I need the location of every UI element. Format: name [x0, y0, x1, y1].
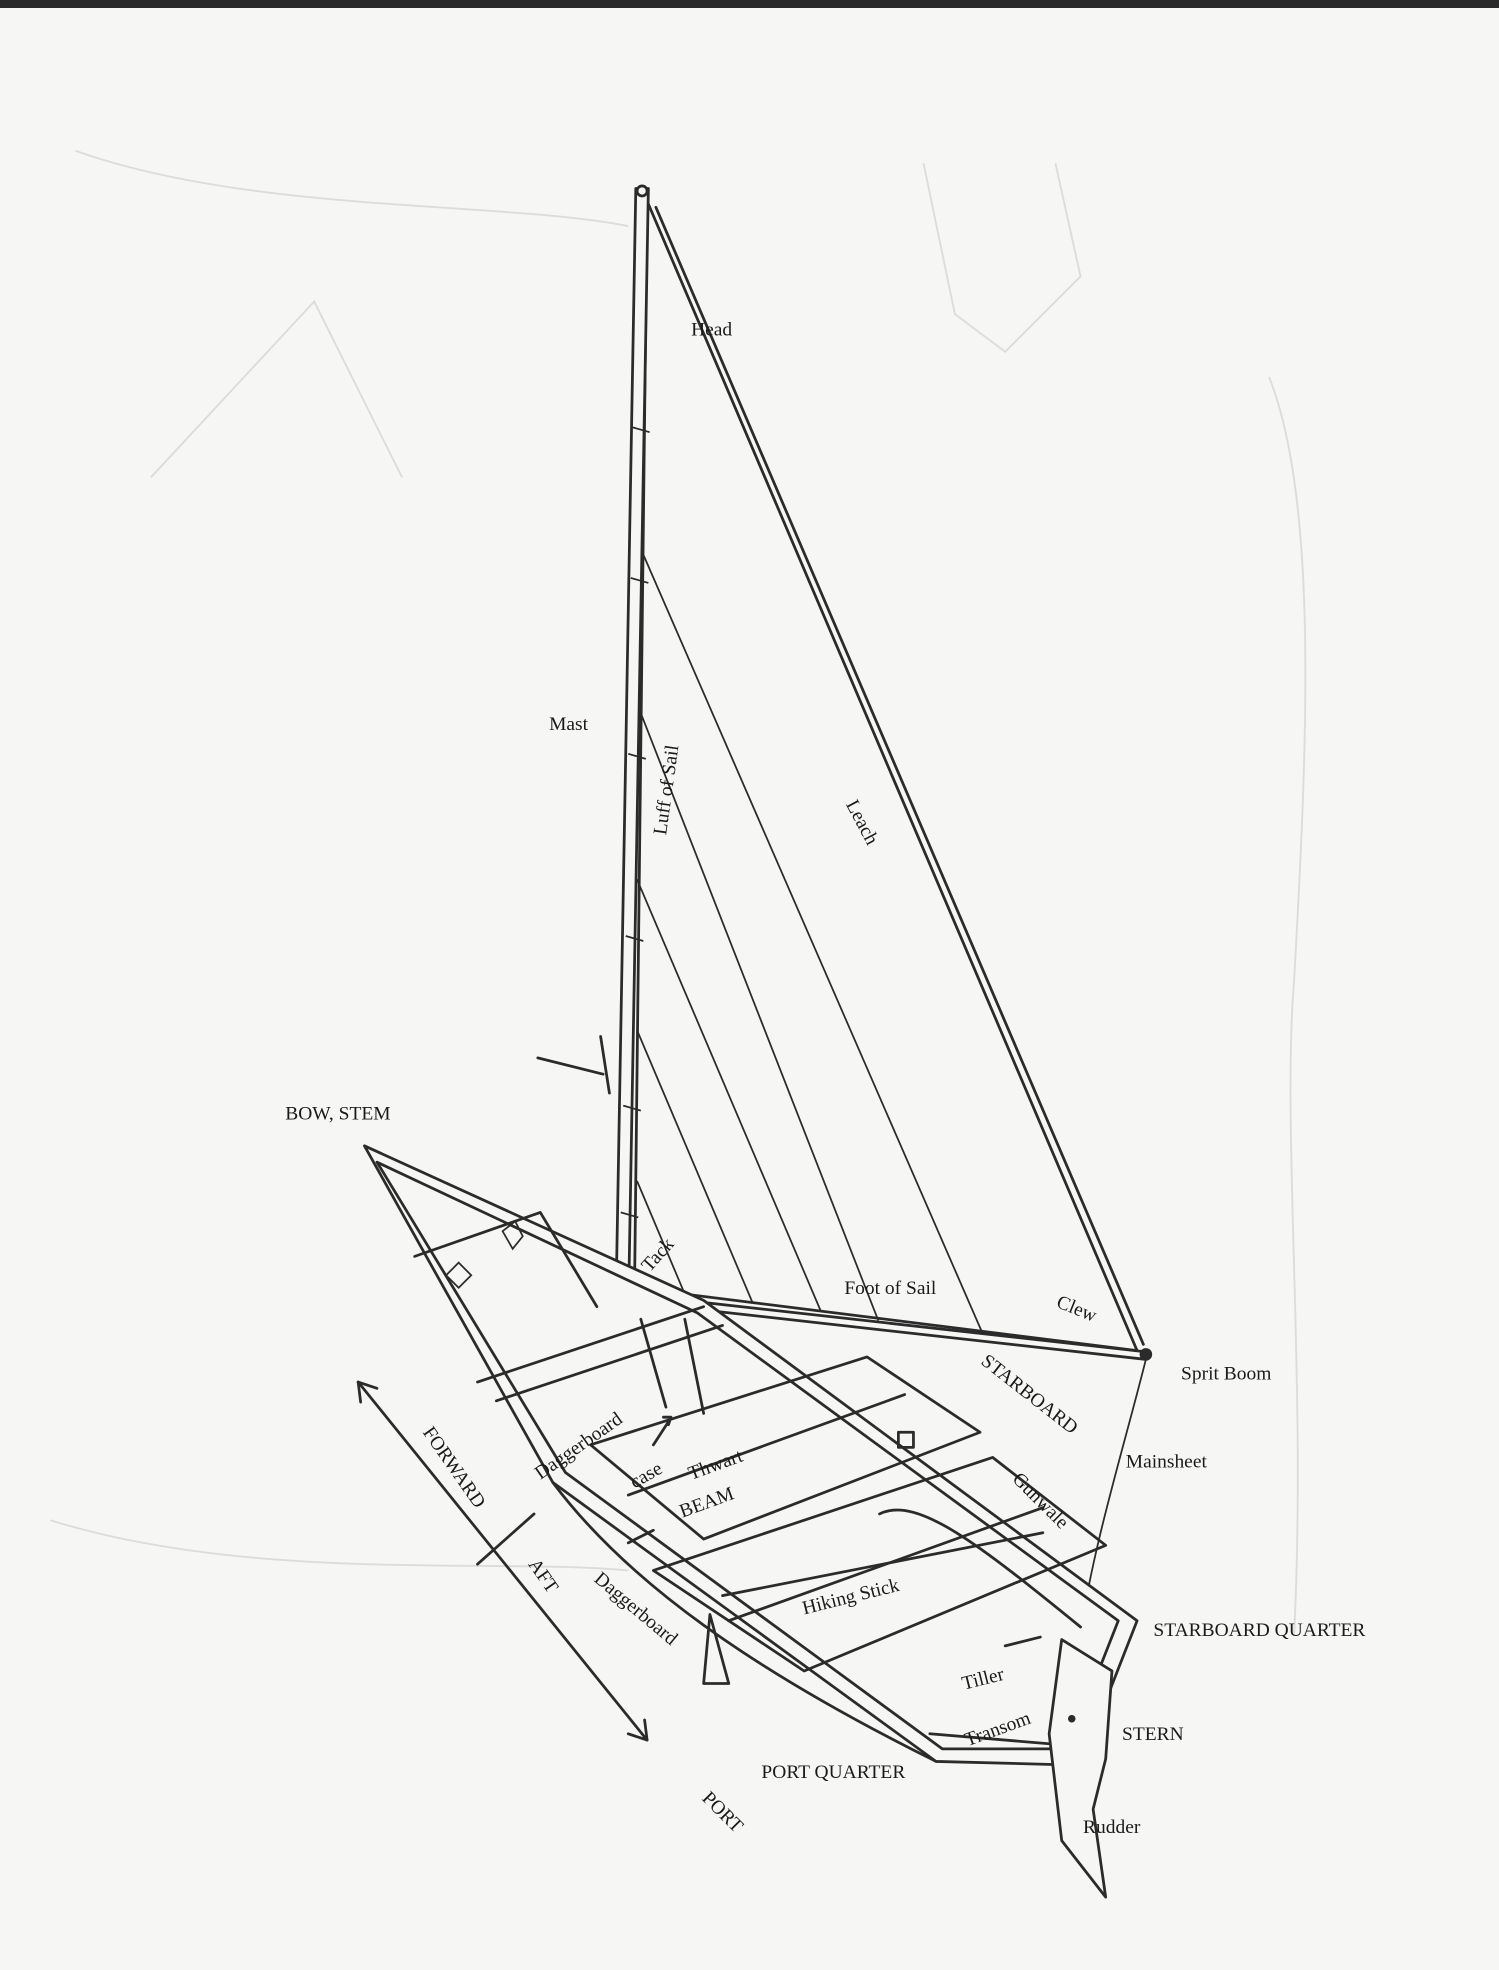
forward-aft-arrow: [356, 1380, 649, 1742]
label-stern: STERN: [1122, 1724, 1184, 1745]
label-head: Head: [691, 319, 732, 340]
label-starboard: STARBOARD: [977, 1351, 1082, 1439]
label-foot: Foot of Sail: [844, 1278, 937, 1299]
mast: [536, 184, 650, 1319]
label-port: PORT: [698, 1788, 747, 1837]
label-mast: Mast: [549, 714, 589, 735]
label-starboard-quarter: STARBOARD QUARTER: [1153, 1620, 1365, 1641]
label-mainsheet: Mainsheet: [1126, 1451, 1208, 1472]
label-aft: AFT: [524, 1555, 562, 1597]
clew-fitting: [1139, 1348, 1153, 1361]
leader-arrows: [626, 1415, 1042, 1648]
label-rudder: Rudder: [1083, 1817, 1141, 1838]
label-bow-stem: BOW, STEM: [285, 1103, 390, 1124]
label-sprit-boom: Sprit Boom: [1181, 1364, 1271, 1385]
label-gunwale: Gunwale: [1008, 1469, 1073, 1534]
bleed-through: [50, 149, 1307, 1634]
rudder: [1047, 1638, 1114, 1899]
label-port-quarter: PORT QUARTER: [761, 1762, 905, 1783]
sail: [633, 199, 1145, 1352]
